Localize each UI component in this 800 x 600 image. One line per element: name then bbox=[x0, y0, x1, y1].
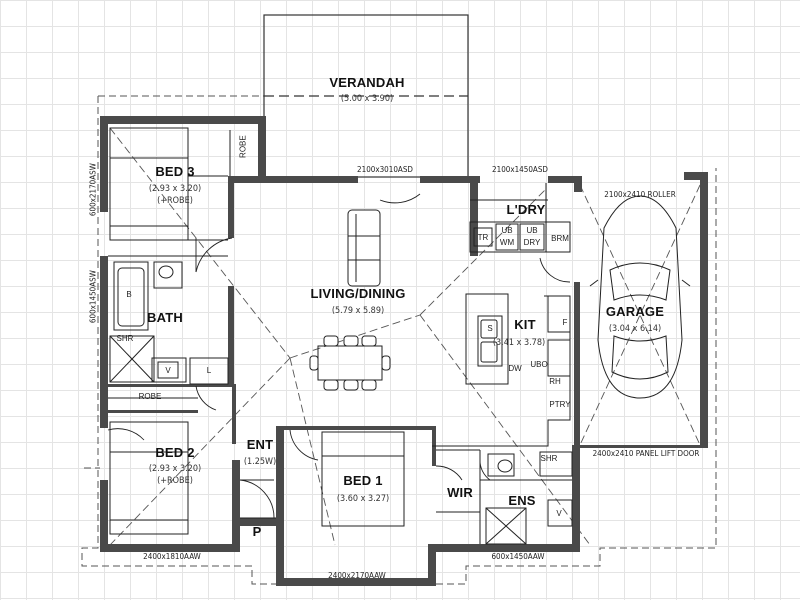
verandah-outline bbox=[263, 14, 469, 178]
robe-bed2-label: ROBE bbox=[138, 392, 162, 401]
laundry-label: L'DRY bbox=[506, 202, 546, 217]
brm-label: BRM bbox=[551, 234, 569, 243]
oven-label: UBO bbox=[530, 360, 548, 369]
ensuite-label: ENS bbox=[508, 493, 536, 508]
laundry-door-size: 2100x1450ASD bbox=[492, 165, 548, 174]
bath-window-size: 600x1450ASW bbox=[88, 270, 98, 324]
ub2-label: UB bbox=[526, 226, 538, 235]
vanity-ens-label: V bbox=[556, 509, 562, 518]
ub1-label: UB bbox=[501, 226, 513, 235]
furniture bbox=[158, 209, 513, 473]
linen-label: L bbox=[206, 366, 212, 375]
interior-lines bbox=[108, 127, 691, 545]
bed3-label: BED 3 bbox=[155, 164, 195, 179]
bed3-window-size: 600x2170ASW bbox=[88, 163, 98, 217]
tr-label: TR bbox=[477, 233, 489, 242]
pantry-label: PTRY bbox=[549, 400, 571, 409]
wm-label: WM bbox=[499, 238, 515, 247]
bed1-window-size: 2400x2170AAW bbox=[328, 571, 386, 580]
sink-label: S bbox=[487, 324, 493, 333]
shr-bath-label: SHR bbox=[116, 334, 134, 343]
living-dining-label: LIVING/DINING bbox=[310, 286, 406, 301]
bed2-note: (+ROBE) bbox=[157, 476, 193, 486]
dry-label: DRY bbox=[523, 238, 541, 247]
dishwasher-label: DW bbox=[508, 364, 522, 373]
kitchen-label: KIT bbox=[514, 317, 536, 332]
bed3-size: (2.93 x 3.20) bbox=[148, 184, 202, 194]
entry-size: (1.25W) bbox=[243, 457, 277, 467]
ens-window-size: 600x1450AAW bbox=[491, 552, 545, 561]
entry-label: ENT bbox=[246, 437, 274, 452]
bed2-window-size: 2400x1810AAW bbox=[143, 552, 201, 561]
rangehood-label: RH bbox=[549, 377, 561, 386]
kitchen-size: (3.41 x 3.78) bbox=[492, 338, 546, 348]
verandah-size: (5.00 x 3.90) bbox=[340, 94, 394, 104]
shr-ens-label: SHR bbox=[540, 454, 558, 463]
garage-roller-size: 2100x2410 ROLLER bbox=[604, 190, 676, 199]
powder-label: P bbox=[252, 524, 262, 539]
vanity-bath-label: V bbox=[165, 366, 171, 375]
door-swings bbox=[107, 193, 571, 519]
fridge-label: F bbox=[562, 318, 568, 327]
bath-tub-label: B bbox=[126, 290, 132, 299]
bed2-label: BED 2 bbox=[155, 445, 195, 460]
verandah-door-size: 2100x3010ASD bbox=[357, 165, 413, 174]
bath-label: BATH bbox=[147, 310, 183, 325]
garage-size: (3.04 x 6.14) bbox=[608, 324, 662, 334]
garage-label: GARAGE bbox=[605, 304, 665, 319]
bed3-note: (+ROBE) bbox=[157, 196, 193, 206]
living-dining-size: (5.79 x 5.89) bbox=[331, 306, 385, 316]
garage-panel-door-size: 2400x2410 PANEL LIFT DOOR bbox=[592, 449, 700, 458]
bed2-size: (2.93 x 3.20) bbox=[148, 464, 202, 474]
bed1-label: BED 1 bbox=[343, 473, 383, 488]
bed1-size: (3.60 x 3.27) bbox=[336, 494, 390, 504]
verandah-label: VERANDAH bbox=[329, 75, 405, 90]
walls bbox=[100, 116, 708, 586]
wir-label: WIR bbox=[447, 485, 473, 500]
robe-bed3-label: ROBE bbox=[238, 135, 248, 158]
